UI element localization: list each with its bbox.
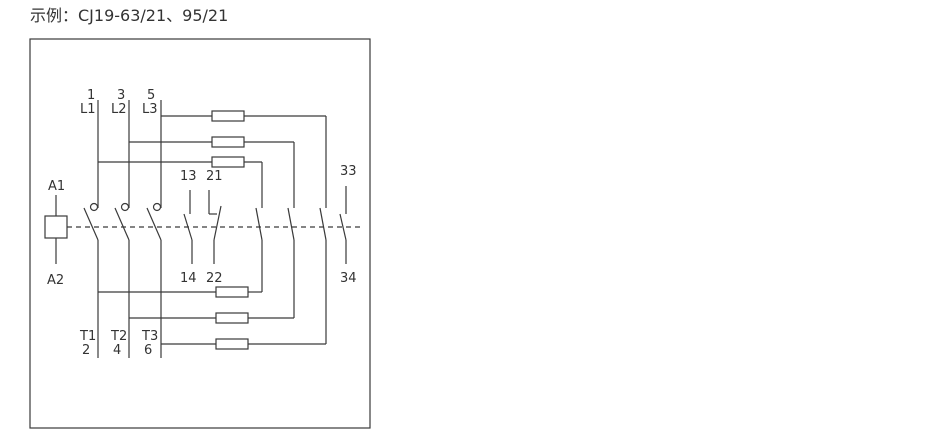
label-T1: T1 xyxy=(79,329,96,344)
label-4: 4 xyxy=(113,343,121,358)
pole3-contact xyxy=(146,207,162,241)
label-34: 34 xyxy=(340,271,357,286)
coil-box xyxy=(44,215,68,239)
ol-contact-3 xyxy=(319,207,327,241)
label-14: 14 xyxy=(180,271,197,286)
label-A1: A1 xyxy=(48,179,65,194)
label-L1: L1 xyxy=(80,102,96,117)
heater-bottom-2 xyxy=(215,312,249,324)
diagram-caption: 示例：CJ19-63/21、95/21 xyxy=(30,6,229,25)
pole2-arc-mark xyxy=(120,202,130,212)
label-T2: T2 xyxy=(110,329,127,344)
label-T3: T3 xyxy=(141,329,158,344)
pole2-contact xyxy=(114,207,130,241)
heater-top-2 xyxy=(211,136,245,148)
heater-bottom-3 xyxy=(215,338,249,350)
aux-no-33-contact xyxy=(339,213,347,241)
pole1-arc-mark xyxy=(89,202,99,212)
heater-top-3 xyxy=(211,110,245,122)
heater-bottom-1 xyxy=(215,286,249,298)
pole3-arc-mark xyxy=(152,202,162,212)
diagram-frame xyxy=(29,38,371,429)
label-L3: L3 xyxy=(142,102,158,117)
ol-contact-1 xyxy=(255,207,263,241)
label-3: 3 xyxy=(117,88,125,103)
label-L2: L2 xyxy=(111,102,127,117)
label-2: 2 xyxy=(82,343,90,358)
aux-nc-21-contact xyxy=(213,205,222,241)
label-22: 22 xyxy=(206,271,223,286)
ol-contact-2 xyxy=(287,207,295,241)
label-21: 21 xyxy=(206,169,223,184)
label-A2: A2 xyxy=(47,273,64,288)
label-6: 6 xyxy=(144,343,152,358)
label-13: 13 xyxy=(180,169,197,184)
label-5: 5 xyxy=(147,88,155,103)
heater-top-1 xyxy=(211,156,245,168)
label-1: 1 xyxy=(87,88,95,103)
label-33: 33 xyxy=(340,164,357,179)
pole1-contact xyxy=(83,207,99,241)
